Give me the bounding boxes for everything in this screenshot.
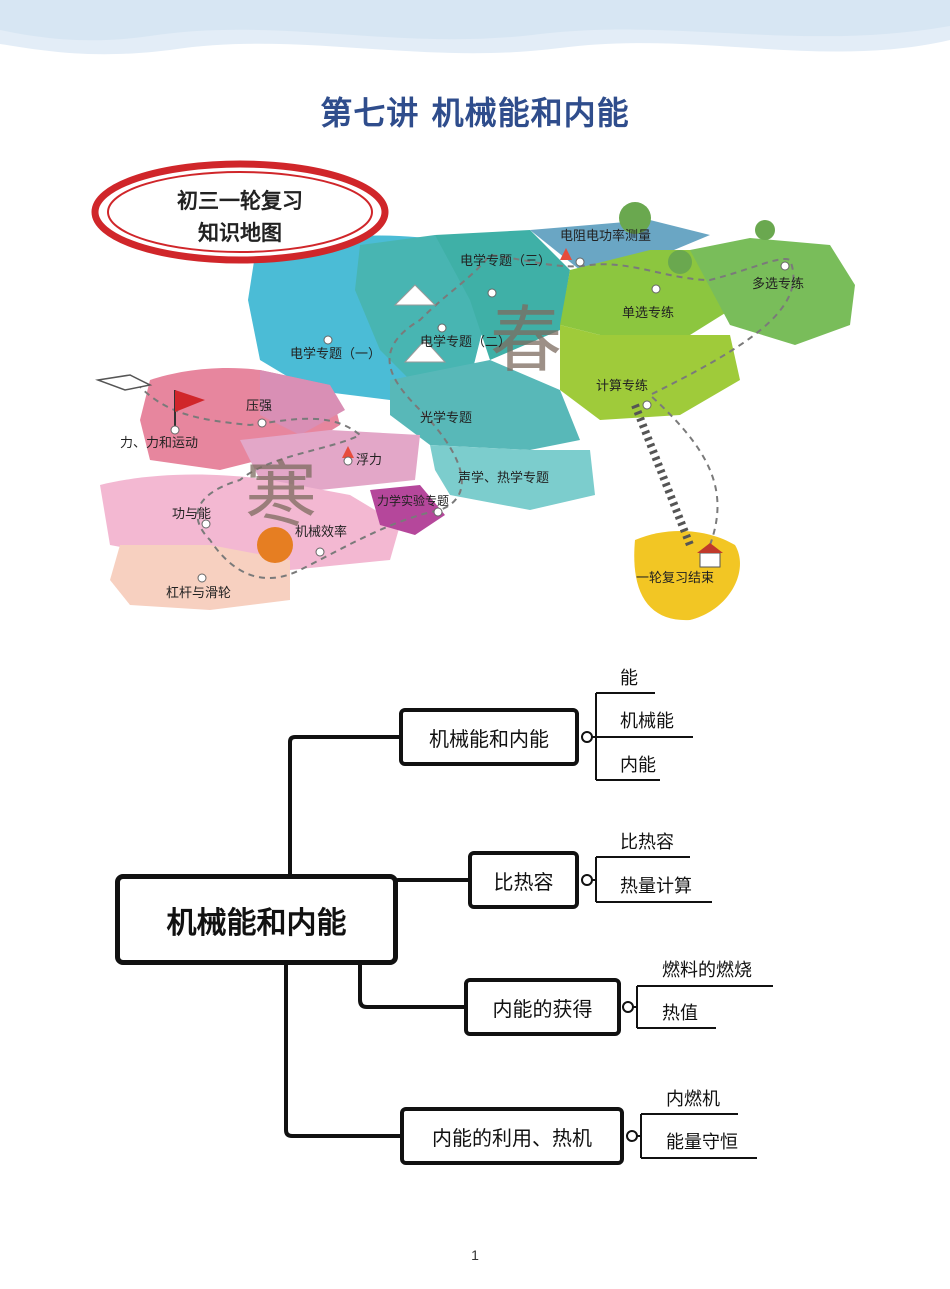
mindmap-leaf: 内燃机	[666, 1089, 720, 1110]
tree-icon	[619, 202, 651, 234]
map-badge-line2: 知识地图	[198, 221, 282, 245]
map-stop-label: 杠杆与滑轮	[166, 585, 231, 601]
map-stop-label: 光学专题	[420, 410, 472, 426]
map-badge-line1: 初三一轮复习	[177, 189, 303, 213]
mindmap-branch-using-internal-energy: 内能的利用、热机	[400, 1107, 624, 1165]
mountain-icon	[393, 284, 437, 306]
mindmap-leaf: 能	[620, 668, 638, 689]
map-stop-label: 声学、热学专题	[458, 470, 549, 486]
page-title: 第七讲 机械能和内能	[320, 94, 630, 132]
map-stop-label: 多选专练	[752, 276, 804, 292]
mindmap-leaf: 机械能	[620, 711, 674, 732]
map-stop-label: 功与能	[172, 507, 211, 522]
map-watermark-han: 寒	[245, 453, 317, 537]
airplane-icon	[95, 374, 153, 391]
map-stop-label: 电阻电功率测量	[560, 228, 651, 244]
mindmap-leaf: 热量计算	[620, 876, 692, 897]
map-stop-label: 单选专练	[622, 306, 674, 321]
mindmap-leaf: 燃料的燃烧	[662, 960, 752, 981]
header-wave	[0, 0, 950, 55]
mindmap-leaf: 内能	[620, 755, 656, 776]
map-stop-label: 机械效率	[295, 524, 347, 540]
map-stop-label: 压强	[246, 399, 272, 414]
mindmap-branch-mechanical-internal: 机械能和内能	[399, 708, 579, 766]
map-stop-label: 力学实验专题	[377, 493, 449, 508]
map-stop-label: 计算专练	[596, 379, 648, 394]
palm-tree-icon	[257, 527, 293, 563]
mindmap-leaf: 热值	[662, 1003, 698, 1024]
map-stop-label: 电学专题（三）	[460, 253, 551, 269]
page-number: 1	[471, 1247, 479, 1263]
map-stop-label: 电学专题（二）	[420, 334, 511, 350]
map-watermark-chun: 春	[490, 298, 562, 382]
map-stop-label: 浮力	[356, 453, 382, 468]
map-stop-label: 力、力和运动	[120, 436, 198, 451]
map-stop-label: 电学专题（一）	[290, 346, 381, 362]
mindmap-branch-obtaining-internal-energy: 内能的获得	[464, 978, 621, 1036]
map-stop-label: 一轮复习结束	[636, 571, 714, 586]
mindmap-branch-specific-heat: 比热容	[468, 851, 579, 909]
mindmap-leaf: 能量守恒	[666, 1132, 738, 1153]
mindmap-root: 机械能和内能	[115, 874, 398, 965]
knowledge-map: 初三一轮复习 知识地图 寒 春 力、力和运动 压强 浮力 功与能 机械效率 杠杆…	[91, 160, 855, 621]
star-icon	[342, 446, 354, 458]
mindmap-leaf: 比热容	[620, 832, 674, 853]
